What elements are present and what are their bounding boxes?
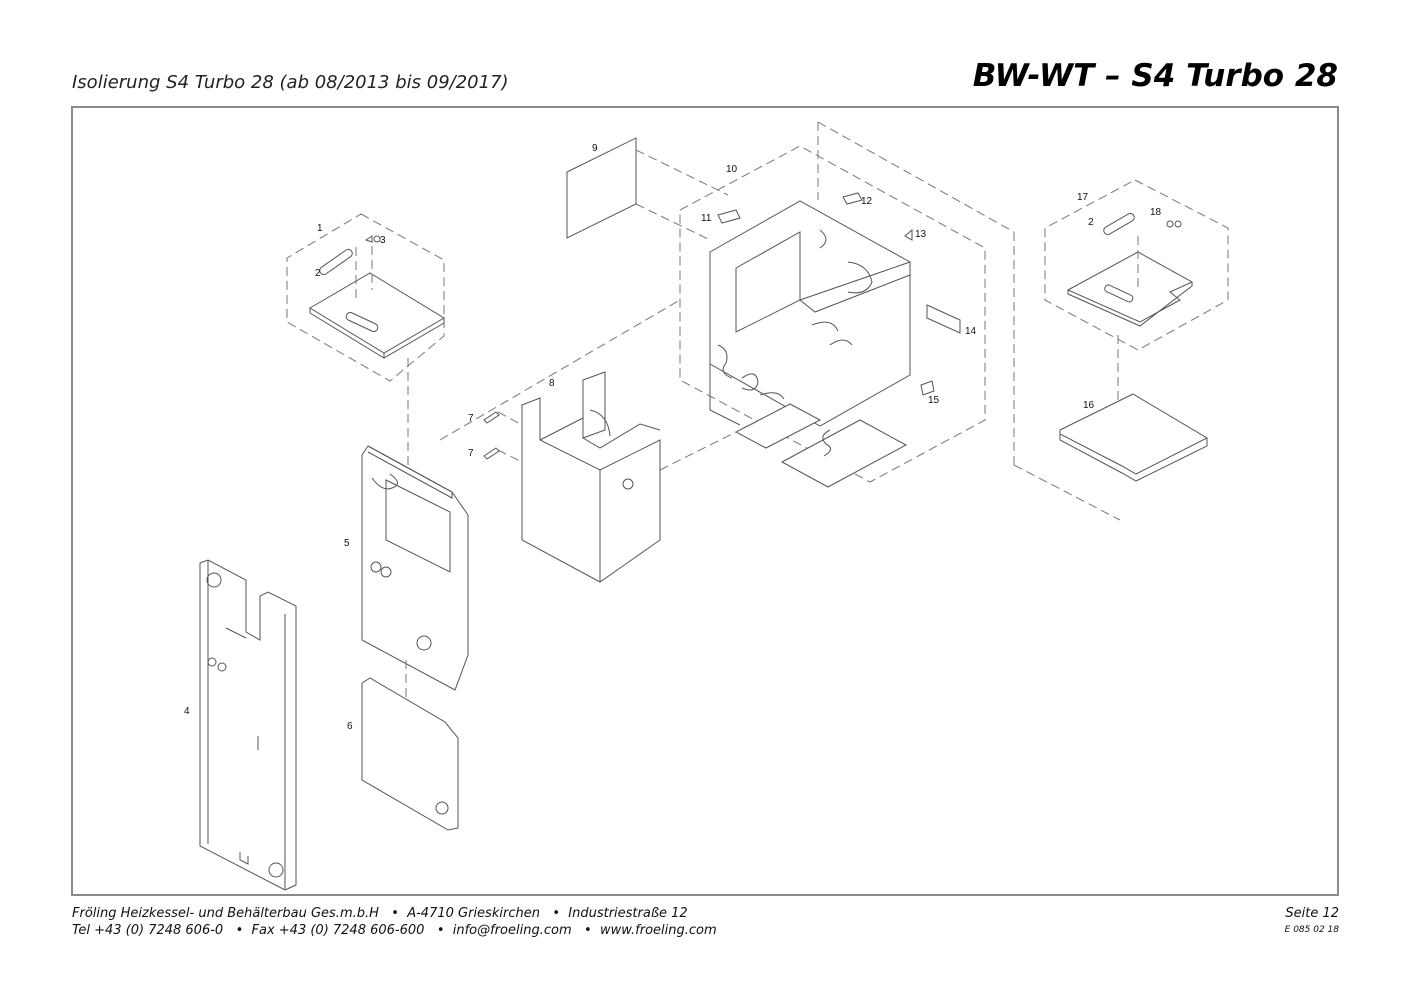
label-2: 2	[315, 268, 321, 279]
part-group-10	[439, 121, 1121, 521]
label-16: 16	[1083, 400, 1095, 411]
part-group-1	[286, 213, 445, 470]
label-10: 10	[726, 164, 738, 175]
label-7b: 7	[468, 448, 474, 459]
label-1: 1	[317, 223, 323, 234]
handle-part-2	[319, 248, 353, 276]
label-11: 11	[701, 213, 712, 224]
part-16	[1059, 393, 1209, 482]
part-8	[497, 371, 661, 583]
part-labels: 1 2 3 4 5 6 7 7 8 9 10 11 12 13 14 15 16…	[184, 143, 1162, 732]
part-6	[361, 660, 459, 831]
footer-contact-line: Tel +43 (0) 7248 606-0 • Fax +43 (0) 724…	[72, 923, 717, 938]
label-8: 8	[549, 378, 555, 389]
label-6: 6	[347, 721, 353, 732]
handle-part-2-right	[1103, 213, 1135, 236]
label-4: 4	[184, 706, 190, 717]
part-group-17	[1044, 179, 1229, 430]
label-13: 13	[915, 229, 927, 240]
part-9	[566, 137, 729, 241]
drawing-frame	[71, 106, 1339, 896]
part-5	[361, 445, 469, 691]
label-3: 3	[380, 235, 386, 246]
label-18: 18	[1150, 207, 1162, 218]
label-7a: 7	[468, 413, 474, 424]
document-subtitle: Isolierung S4 Turbo 28 (ab 08/2013 bis 0…	[72, 72, 509, 93]
part-7	[483, 411, 500, 460]
footer-company-line: Fröling Heizkessel- und Behälterbau Ges.…	[72, 906, 688, 921]
document-title: BW-WT – S4 Turbo 28	[972, 58, 1338, 94]
page-number: Seite 12	[1285, 906, 1339, 921]
label-2-right: 2	[1088, 217, 1094, 228]
label-17: 17	[1077, 192, 1089, 203]
label-15: 15	[928, 395, 940, 406]
label-12: 12	[861, 196, 873, 207]
part-4	[199, 559, 297, 891]
label-9: 9	[592, 143, 598, 154]
label-5: 5	[344, 538, 350, 549]
document-code: E 085 02 18	[1284, 925, 1339, 935]
label-14: 14	[965, 326, 977, 337]
